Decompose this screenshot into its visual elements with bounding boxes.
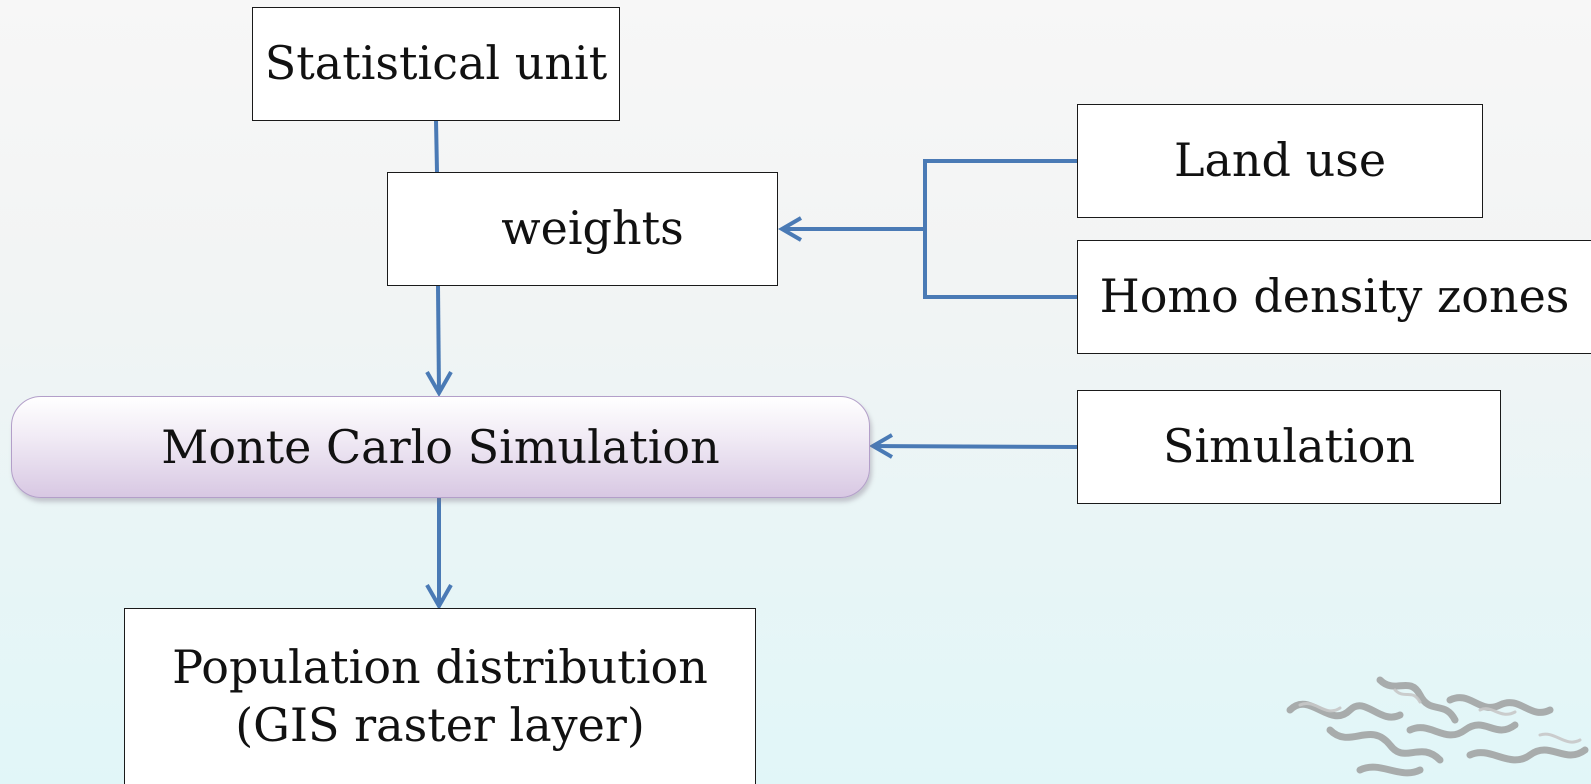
arrowhead-weights-left xyxy=(778,216,803,242)
population-line-1: Population distribution xyxy=(172,640,708,694)
connector-land-use-bracket xyxy=(923,159,1077,299)
connector-weights-to-monte-carlo xyxy=(436,285,441,394)
arrowhead-monte-carlo-right xyxy=(869,433,894,459)
land-use-label: Land use xyxy=(1173,133,1387,188)
population-distribution-node: Population distribution (GIS raster laye… xyxy=(124,608,756,784)
connector-statistical-unit-to-weights xyxy=(434,119,439,173)
monte-carlo-label: Monte Carlo Simulation xyxy=(161,420,720,474)
simulation-label: Simulation xyxy=(1162,419,1416,474)
simulation-node: Simulation xyxy=(1077,390,1501,504)
population-line-2: (GIS raster layer) xyxy=(235,697,645,752)
land-use-node: Land use xyxy=(1077,104,1483,218)
weights-label: weights xyxy=(501,201,684,256)
homo-density-zones-label: Homo density zones xyxy=(1099,269,1570,324)
weights-node: weights xyxy=(387,172,778,286)
monte-carlo-node: Monte Carlo Simulation xyxy=(11,396,870,498)
statistical-unit-node: Statistical unit xyxy=(252,7,620,121)
connector-simulation-to-monte-carlo xyxy=(872,444,1078,449)
arrowhead-monte-carlo-top xyxy=(425,371,453,398)
arrowhead-population-top xyxy=(425,584,453,611)
homo-density-zones-node: Homo density zones xyxy=(1077,240,1591,354)
dragon-ornament-icon xyxy=(1286,676,1589,777)
statistical-unit-label: Statistical unit xyxy=(264,36,608,91)
